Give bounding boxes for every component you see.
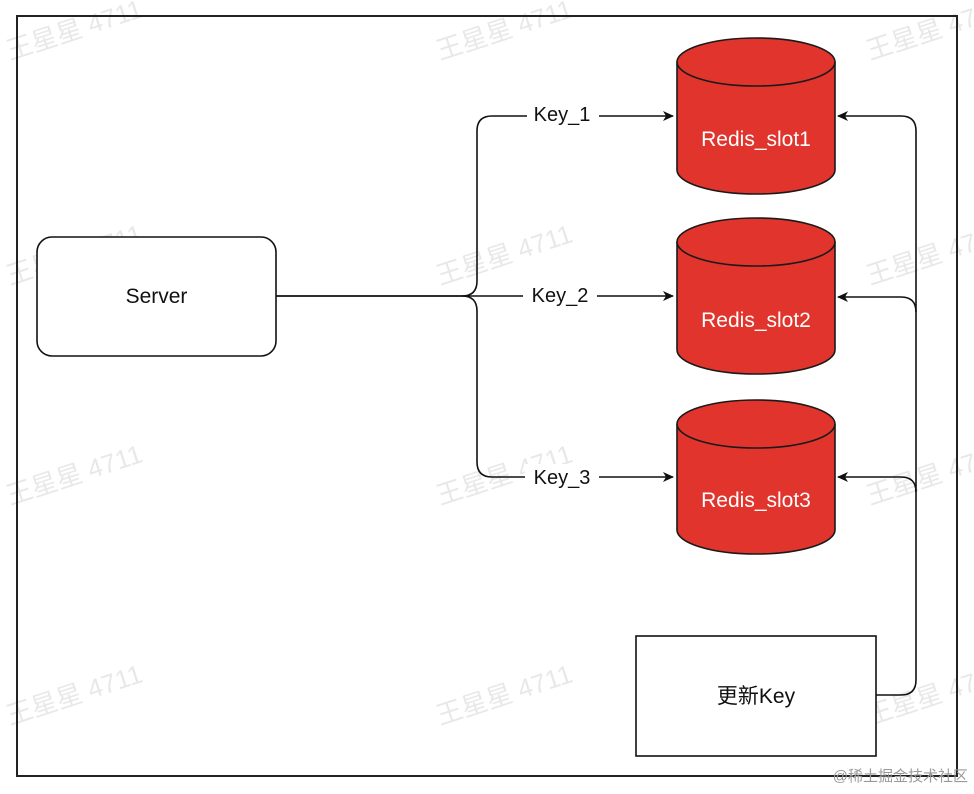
update-edge-slot-3 <box>837 472 917 493</box>
watermark-text: 王星星 4711 <box>3 439 147 511</box>
update-edges <box>837 111 917 696</box>
redis-slot-1: Redis_slot1 <box>676 37 836 195</box>
update-key-label: 更新Key <box>717 685 796 708</box>
update-edge-slot-2 <box>837 292 917 313</box>
outer-frame <box>16 15 958 777</box>
redis-slot-3: Redis_slot3 <box>676 399 836 555</box>
key-edges <box>276 111 674 482</box>
slot-label-1: Redis_slot1 <box>701 128 811 151</box>
watermark-text: 王星星 4711 <box>3 0 147 66</box>
edge-key-3 <box>461 295 674 482</box>
update-key-node: 更新Key <box>635 635 877 757</box>
server-label: Server <box>126 285 188 308</box>
edge-label-key-1: Key_1 <box>534 104 591 126</box>
edge-label-key-3: Key_3 <box>534 467 591 489</box>
edge-labels: Key_1 Key_2 Key_3 <box>523 102 599 490</box>
server-node: Server <box>36 236 277 357</box>
watermark-text: 王星星 4711 <box>433 219 577 291</box>
footer-watermark: @稀土掘金技术社区 <box>832 768 968 785</box>
edge-key-1 <box>276 111 674 297</box>
watermark-text: 王星星 4711 <box>3 659 147 731</box>
redis-slot-2: Redis_slot2 <box>676 217 836 375</box>
update-edge-slot-1 <box>837 111 917 696</box>
watermark-text: 王星星 4711 <box>433 659 577 731</box>
slot-label-2: Redis_slot2 <box>701 309 811 332</box>
watermark-text: 王星星 4711 <box>433 0 577 66</box>
edge-label-key-2: Key_2 <box>532 285 589 307</box>
slot-label-3: Redis_slot3 <box>701 489 811 512</box>
